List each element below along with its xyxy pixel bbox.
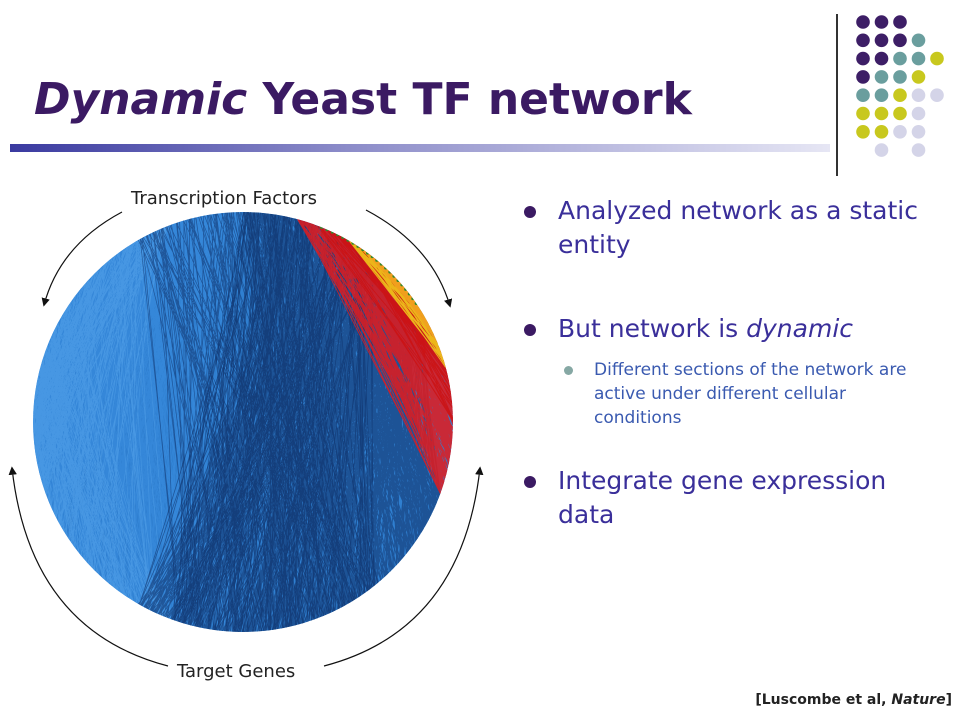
decorative-dot xyxy=(856,125,870,139)
decorative-dot xyxy=(893,88,907,102)
decorative-dot xyxy=(856,15,870,29)
decorative-dot xyxy=(856,70,870,84)
decorative-dot xyxy=(893,106,907,121)
label-target-genes: Target Genes xyxy=(177,661,296,682)
network-node xyxy=(404,287,408,291)
decorative-dot xyxy=(856,51,870,66)
decorative-dot xyxy=(930,88,944,102)
decorative-dot xyxy=(874,33,889,48)
decorative-dot xyxy=(911,143,926,157)
network-edge-group xyxy=(363,250,438,343)
bullet-integrate-expression: Integrate gene expression data xyxy=(522,464,932,532)
network-node xyxy=(379,262,383,266)
decorative-dot xyxy=(911,106,926,121)
bullet-dynamic: But network is dynamic xyxy=(522,312,932,346)
network-node xyxy=(411,296,415,301)
decorative-dot xyxy=(893,70,907,84)
decorative-dot xyxy=(893,51,907,66)
decorative-dot xyxy=(911,88,926,102)
citation-italic: Nature xyxy=(891,692,946,708)
decorative-dot xyxy=(893,125,907,139)
network-edge-group xyxy=(33,224,171,620)
bullet-dynamic-pre: But network is xyxy=(558,314,747,343)
arrow-top-right xyxy=(365,209,453,308)
decorative-vertical-line xyxy=(836,14,838,176)
decorative-dot xyxy=(893,33,907,48)
bullet-static-entity: Analyzed network as a static entity xyxy=(522,194,932,262)
network-node xyxy=(396,278,400,282)
bullet-list: Analyzed network as a static entity But … xyxy=(522,194,932,532)
decorative-dot xyxy=(874,106,889,121)
network-edges xyxy=(33,212,453,632)
citation: [Luscombe et al, Nature] xyxy=(755,692,952,708)
decorative-dot xyxy=(893,15,907,29)
network-node xyxy=(341,235,345,239)
sub-bullet-sections-active: Different sections of the network are ac… xyxy=(522,358,932,430)
slide-title: Dynamic Yeast TF network xyxy=(34,74,692,125)
network-node xyxy=(330,230,335,234)
title-rest: Yeast TF network xyxy=(247,74,692,125)
network-node xyxy=(366,251,370,255)
arrow-bottom-right xyxy=(323,466,484,667)
citation-pre: [Luscombe et al, xyxy=(755,692,892,708)
arrow-bottom-left xyxy=(8,466,169,667)
decorative-dot xyxy=(856,106,870,121)
network-node xyxy=(407,292,411,296)
network-node xyxy=(400,283,404,287)
network-node xyxy=(375,258,379,262)
citation-post: ] xyxy=(945,692,952,708)
network-node xyxy=(370,254,374,259)
decorative-dot xyxy=(930,51,944,66)
network-node xyxy=(325,227,329,232)
network-node xyxy=(336,232,340,237)
network-node xyxy=(388,270,392,274)
network-node xyxy=(356,244,360,248)
decorative-dot xyxy=(911,70,926,84)
decorative-dot xyxy=(911,125,926,139)
network-node xyxy=(392,274,396,278)
decorative-dot xyxy=(874,15,889,29)
decorative-dot xyxy=(911,33,926,48)
decorative-dot xyxy=(911,51,926,66)
network-node xyxy=(346,238,350,242)
decorative-dot xyxy=(874,70,889,84)
network-node xyxy=(320,225,324,229)
network-node xyxy=(414,301,418,305)
title-italic: Dynamic xyxy=(34,74,248,125)
title-underline-bar xyxy=(10,144,830,152)
network-figure xyxy=(8,209,484,667)
network-node xyxy=(384,266,388,270)
bullet-dynamic-italic: dynamic xyxy=(746,314,854,343)
decorative-dot xyxy=(874,125,889,139)
network-edge-group xyxy=(137,212,379,632)
decorative-dot xyxy=(856,33,870,48)
arrow-top-left xyxy=(41,211,123,307)
decorative-dot xyxy=(856,88,870,102)
decorative-dot xyxy=(874,51,889,66)
decorative-dot xyxy=(874,143,889,157)
label-transcription-factors: Transcription Factors xyxy=(131,188,317,209)
network-node xyxy=(361,247,365,252)
decorative-dot xyxy=(874,88,889,102)
network-node xyxy=(351,241,355,245)
